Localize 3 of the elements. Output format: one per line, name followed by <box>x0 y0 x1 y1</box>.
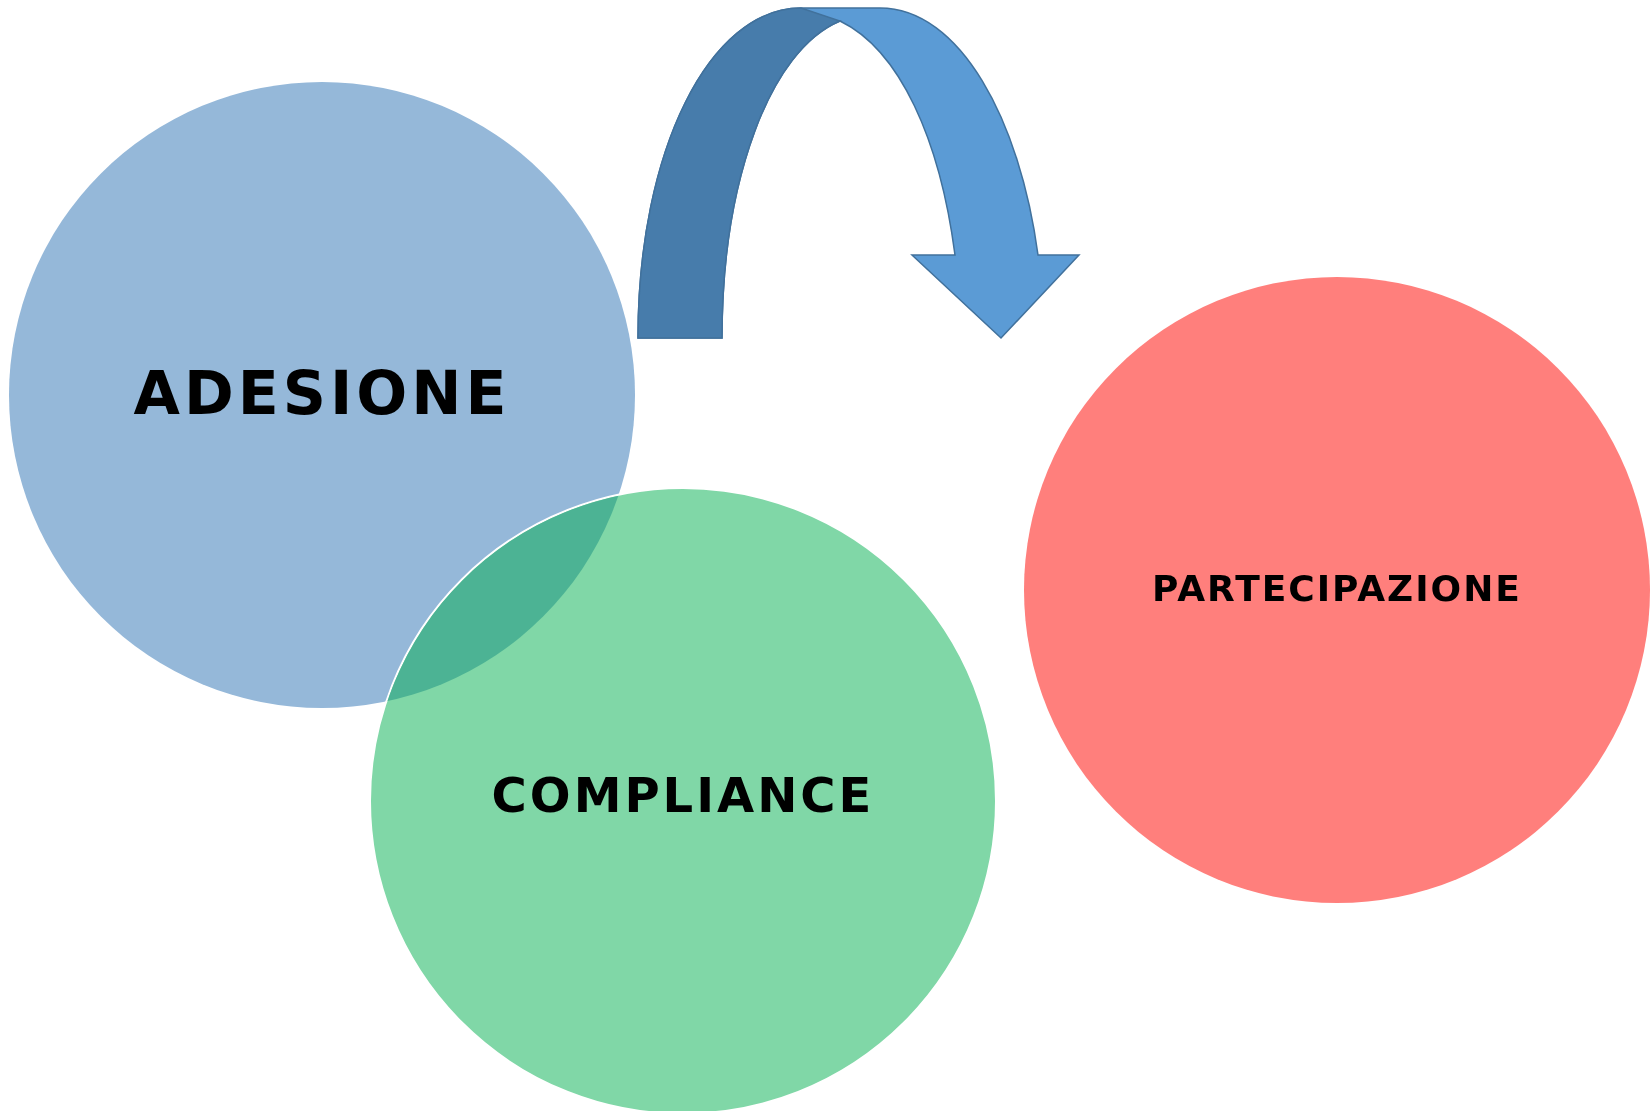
circle-label: PARTECIPAZIONE <box>1152 567 1522 609</box>
circle-label: COMPLIANCE <box>491 767 875 824</box>
circle-label: ADESIONE <box>133 357 511 428</box>
